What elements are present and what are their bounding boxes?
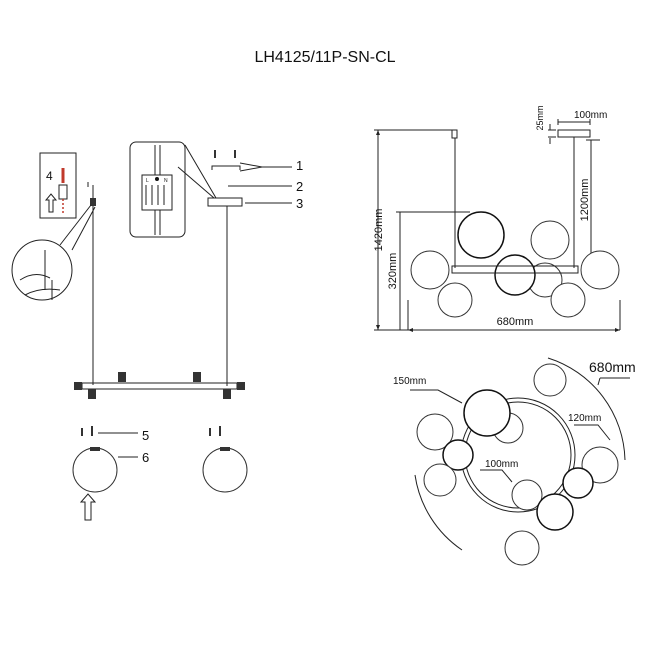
canopy-diameter-label: 100mm	[574, 110, 607, 121]
terminal-block	[141, 174, 173, 211]
side-view: 1420mm 320mm 680mm 1200mm 100mm 25mm	[373, 105, 621, 332]
magnifier-detail	[11, 239, 73, 301]
sockets	[74, 372, 245, 399]
globe	[530, 220, 570, 260]
globe	[550, 282, 586, 318]
canopy	[207, 197, 243, 207]
globe	[536, 493, 574, 531]
twist-arrow-icon	[79, 493, 97, 521]
wiring-inset	[129, 141, 186, 238]
globe	[437, 282, 473, 318]
globe-150mm	[457, 211, 505, 259]
up-arrow-icon	[44, 193, 58, 213]
total-height-label: 1420mm	[373, 209, 385, 252]
globe-120mm	[581, 446, 619, 484]
callout-6: 6	[142, 450, 149, 465]
globe	[562, 467, 594, 499]
canopy	[557, 129, 591, 138]
step4-box	[39, 152, 77, 219]
canopy-height-label: 25mm	[535, 105, 545, 130]
globe	[423, 463, 457, 497]
callout-4: 4	[46, 169, 53, 183]
glass-globe	[72, 447, 118, 493]
anchor-icon	[58, 184, 68, 200]
screws-icon	[214, 150, 236, 158]
globe	[533, 363, 567, 397]
small-globe-label: 100mm	[485, 459, 518, 470]
terminal-n: N	[164, 178, 168, 184]
span-label: 680mm	[589, 359, 636, 375]
globe	[442, 439, 474, 471]
large-globe-label: 150mm	[393, 376, 426, 387]
frame-bar	[81, 382, 238, 390]
globe	[416, 413, 454, 451]
globe	[410, 250, 450, 290]
globe-100mm	[511, 479, 543, 511]
width-label: 680mm	[497, 316, 534, 328]
terminal-l: L	[146, 178, 149, 184]
body-height-label: 320mm	[387, 253, 399, 290]
globe	[504, 530, 540, 566]
mounting-bracket	[211, 165, 241, 170]
hands-adjust-icon	[19, 250, 61, 300]
frame-bar	[451, 265, 579, 274]
callout-2: 2	[296, 179, 303, 194]
wire-gripper	[90, 198, 96, 206]
globe-150mm	[463, 389, 511, 437]
callout-5: 5	[142, 428, 149, 443]
globe	[494, 254, 536, 296]
callout-1: 1	[296, 158, 303, 173]
bulb-icon	[81, 426, 93, 436]
span-arc	[547, 357, 626, 461]
top-view: 680mm 150mm 120mm 100mm	[393, 357, 636, 566]
medium-globe-label: 120mm	[568, 413, 601, 424]
assembly-instructions: 4 L N 1 2 3	[11, 141, 303, 521]
glass-globe	[202, 447, 248, 493]
cable-length-label: 1200mm	[579, 179, 591, 222]
model-title: LH4125/11P-SN-CL	[254, 49, 395, 66]
globe	[580, 250, 620, 290]
callout-3: 3	[296, 196, 303, 211]
